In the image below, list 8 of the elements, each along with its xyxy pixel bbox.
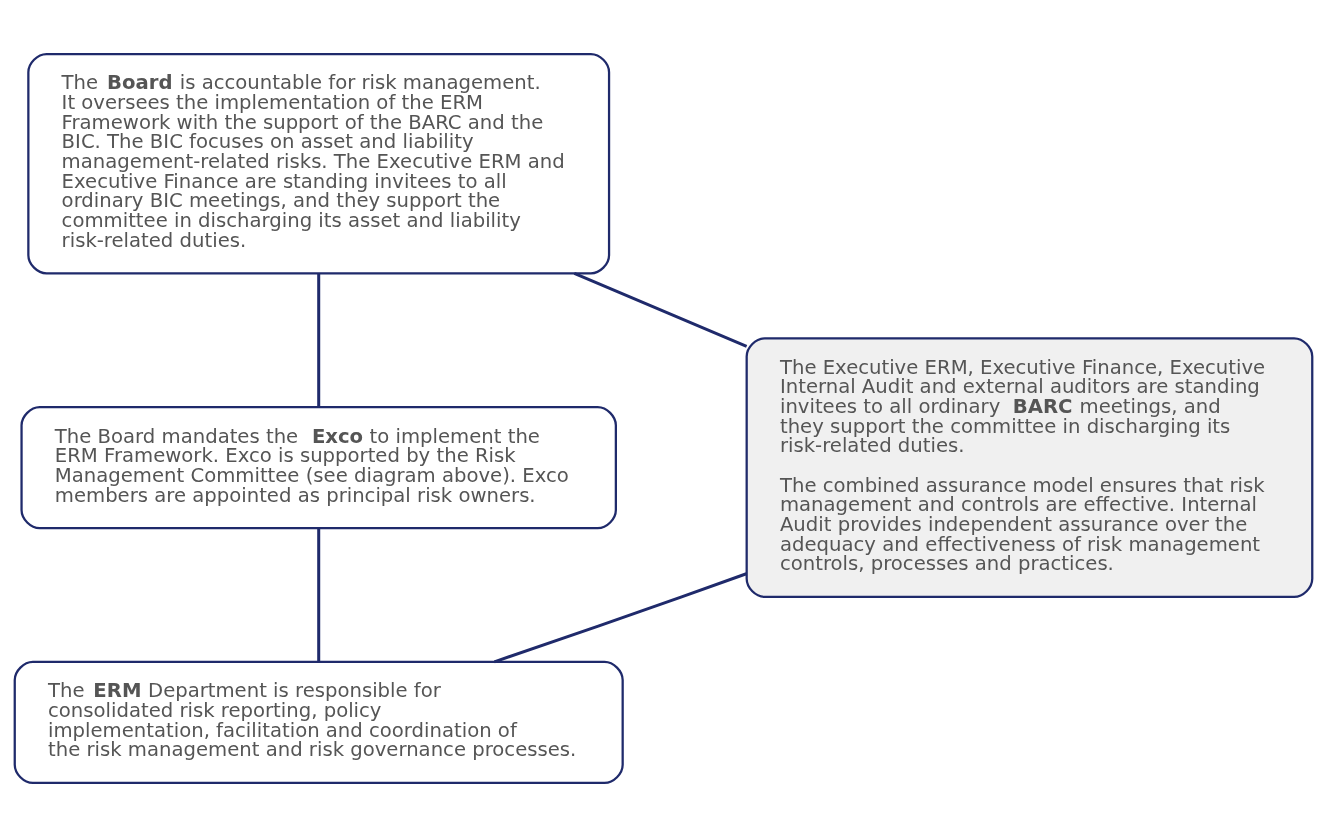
connector — [573, 271, 748, 348]
node-box: The Executive ERM, Executive Finance, Executive Internal Audit and external auditors are standing invitees to all ordinary BARC meetings, and they support the committee in discharging its risk-related duties. The combined assurance model ensures that risk management and controls are effective. Internal Audit provides independent assurance over the adequacy and effectiveness of risk management controls, processes and practices. — [745, 336, 1314, 598]
connector — [317, 272, 321, 407]
node-box: The Board is accountable for risk management. It oversees the implementation of the ERM Framework with the support of the BARC and the BIC. The BIC focuses on asset and liability management-related risks. The Executive ERM and Executive Finance are standing invitees to all ordinary BIC meetings, and they support the committee in discharging its asset and liability risk-related duties. — [27, 52, 611, 274]
connector — [317, 527, 321, 662]
node-box: The ERM Department is responsible for consolidated risk reporting, policy implementation, facilitation and coordination of the risk management and risk governance processes. — [13, 660, 624, 784]
connector — [493, 571, 747, 663]
node-box: The Board mandates the Exco to implement the ERM Framework. Exco is supported by the Risk Management Committee (see diagram above). Exco members are appointed as principal risk owners. — [20, 405, 617, 529]
